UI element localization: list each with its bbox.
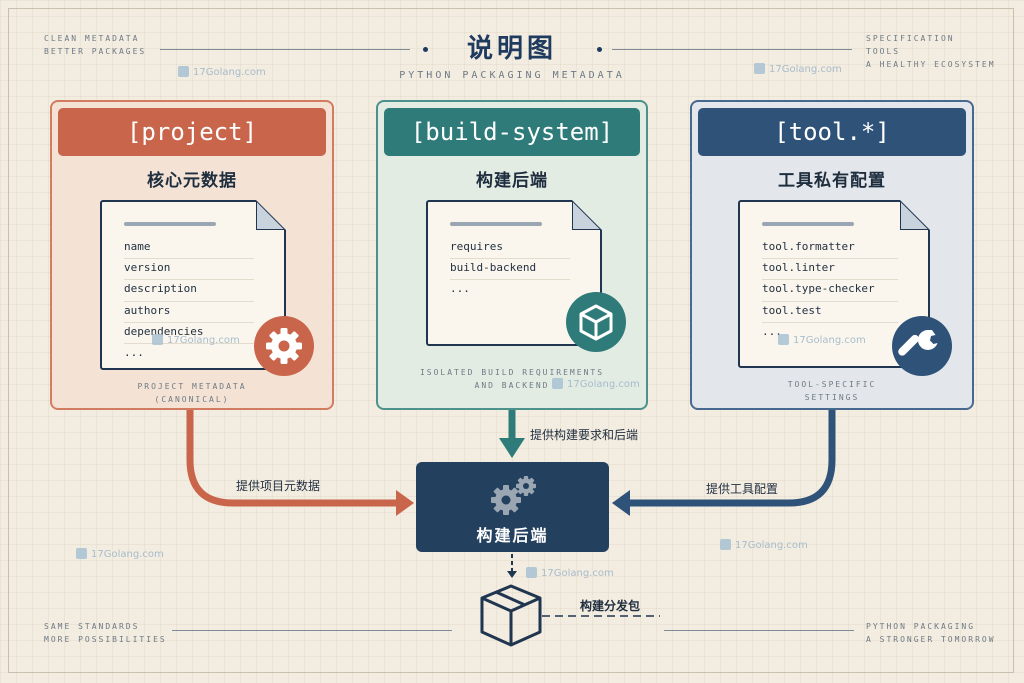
list-item: version [124,259,254,281]
list-item: authors [124,302,254,323]
arrowhead [507,571,517,578]
package-label: 构建分发包 [580,599,641,613]
list-item: tool.linter [762,259,898,281]
watermark: 17Golang.com [778,334,866,346]
page-fold-icon [572,200,602,230]
build-backend-box: 构建后端 [416,462,609,552]
document-header-bar [450,222,542,226]
project-edge-label: 提供项目元数据 [236,479,321,493]
title-dot [423,47,428,52]
tool-panel: [tool.*] 工具私有配置 tool.formatter tool.lint… [690,100,974,410]
project-panel: [project] 核心元数据 name version description… [50,100,334,410]
list-item: build-backend [450,259,570,281]
tool-to-backend-arrow [628,410,836,507]
package-icon [480,584,542,647]
tool-edge-label: 提供工具配置 [706,482,779,496]
project-field-list: name version description authors depende… [124,238,254,364]
list-item: tool.test [762,302,898,323]
arrowhead [612,490,630,516]
build-system-panel-header: [build-system] [384,108,640,156]
watermark: 17Golang.com [76,548,164,560]
tool-field-list: tool.formatter tool.linter tool.type-che… [762,238,898,343]
watermark: 17Golang.com [552,378,640,390]
list-item: ... [124,345,144,359]
cube-icon [566,292,626,352]
build-system-field-list: requires build-backend ... [450,238,570,301]
list-item: requires [450,238,570,260]
project-panel-header: [project] [58,108,326,156]
title-dot [597,47,602,52]
divider-line [612,49,852,50]
list-item: name [124,238,254,260]
list-item: tool.formatter [762,238,898,260]
watermark: 17Golang.com [526,567,614,579]
page-subtitle: PYTHON PACKAGING METADATA [399,70,625,81]
build-system-panel: [build-system] 构建后端 requires build-backe… [376,100,648,410]
divider-line [160,49,410,50]
gear-icon [254,316,314,376]
document-header-bar [762,222,854,226]
list-item: description [124,280,254,302]
list-item: ... [762,324,782,338]
document-header-bar [124,222,216,226]
project-panel-title: 核心元数据 [147,171,237,191]
list-item: ... [450,282,470,296]
page-title: 说明图 [466,34,557,64]
watermark: 17Golang.com [720,539,808,551]
divider-line [664,630,854,631]
project-caption: PROJECT METADATA(CANONICAL) [137,382,247,404]
page-fold-icon [256,200,286,230]
page-fold-icon [900,200,930,230]
wrench-icon [892,316,952,376]
build-system-panel-title: 构建后端 [476,171,548,191]
build-system-edge-label: 提供构建要求和后端 [530,428,639,442]
tool-panel-title: 工具私有配置 [778,171,886,191]
gears-icon [491,476,536,515]
watermark: 17Golang.com [754,63,842,75]
arrowhead [396,490,414,516]
arrowhead [499,438,525,458]
build-backend-label: 构建后端 [476,526,549,545]
project-to-backend-arrow [186,410,398,507]
watermark: 17Golang.com [178,66,266,78]
list-item: tool.type-checker [762,280,898,302]
watermark: 17Golang.com [152,334,240,346]
tool-panel-header: [tool.*] [698,108,966,156]
divider-line [172,630,452,631]
